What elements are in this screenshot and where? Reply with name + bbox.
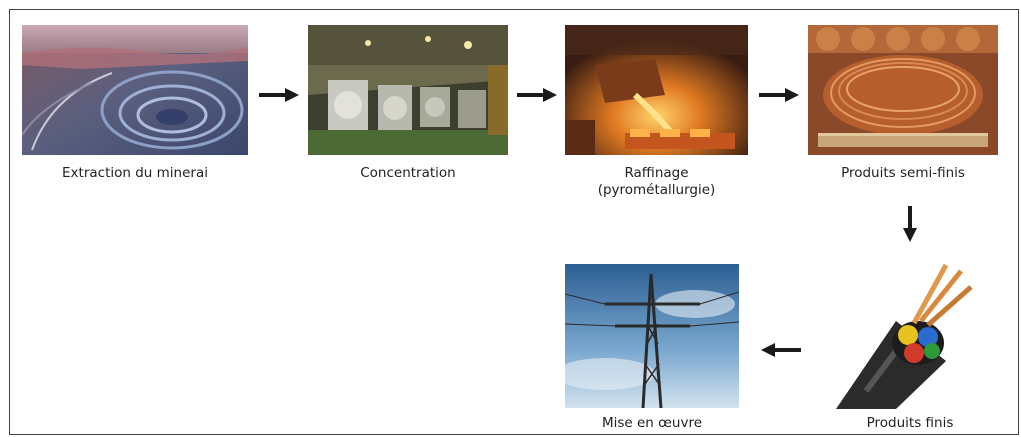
step-label-raffinage: Raffinage (pyrométallurgie) — [597, 165, 716, 198]
arrow-left-icon — [761, 343, 801, 357]
arrow-right-icon — [259, 88, 299, 102]
step-label-extraction: Extraction du minerai — [62, 165, 208, 181]
diagram-frame: Extraction du minerai Concentration — [9, 9, 1019, 435]
electricity-pylon-photo — [565, 264, 739, 408]
molten-copper-refining-photo — [565, 25, 748, 155]
arrow-down-icon — [903, 206, 917, 242]
arrow-right-icon — [759, 88, 799, 102]
step-label-mise-en-oeuvre: Mise en œuvre — [601, 415, 703, 431]
arrow-right-icon — [517, 88, 557, 102]
step-label-concentration: Concentration — [360, 165, 456, 181]
step-label-finis: Produits finis — [866, 415, 954, 431]
power-cable-cross-section-photo — [836, 251, 984, 409]
open-pit-mine-photo — [22, 25, 248, 155]
ore-processing-plant-photo — [308, 25, 508, 155]
step-label-semi-finis: Produits semi-finis — [841, 165, 965, 181]
copper-wire-coil-photo — [808, 25, 998, 155]
